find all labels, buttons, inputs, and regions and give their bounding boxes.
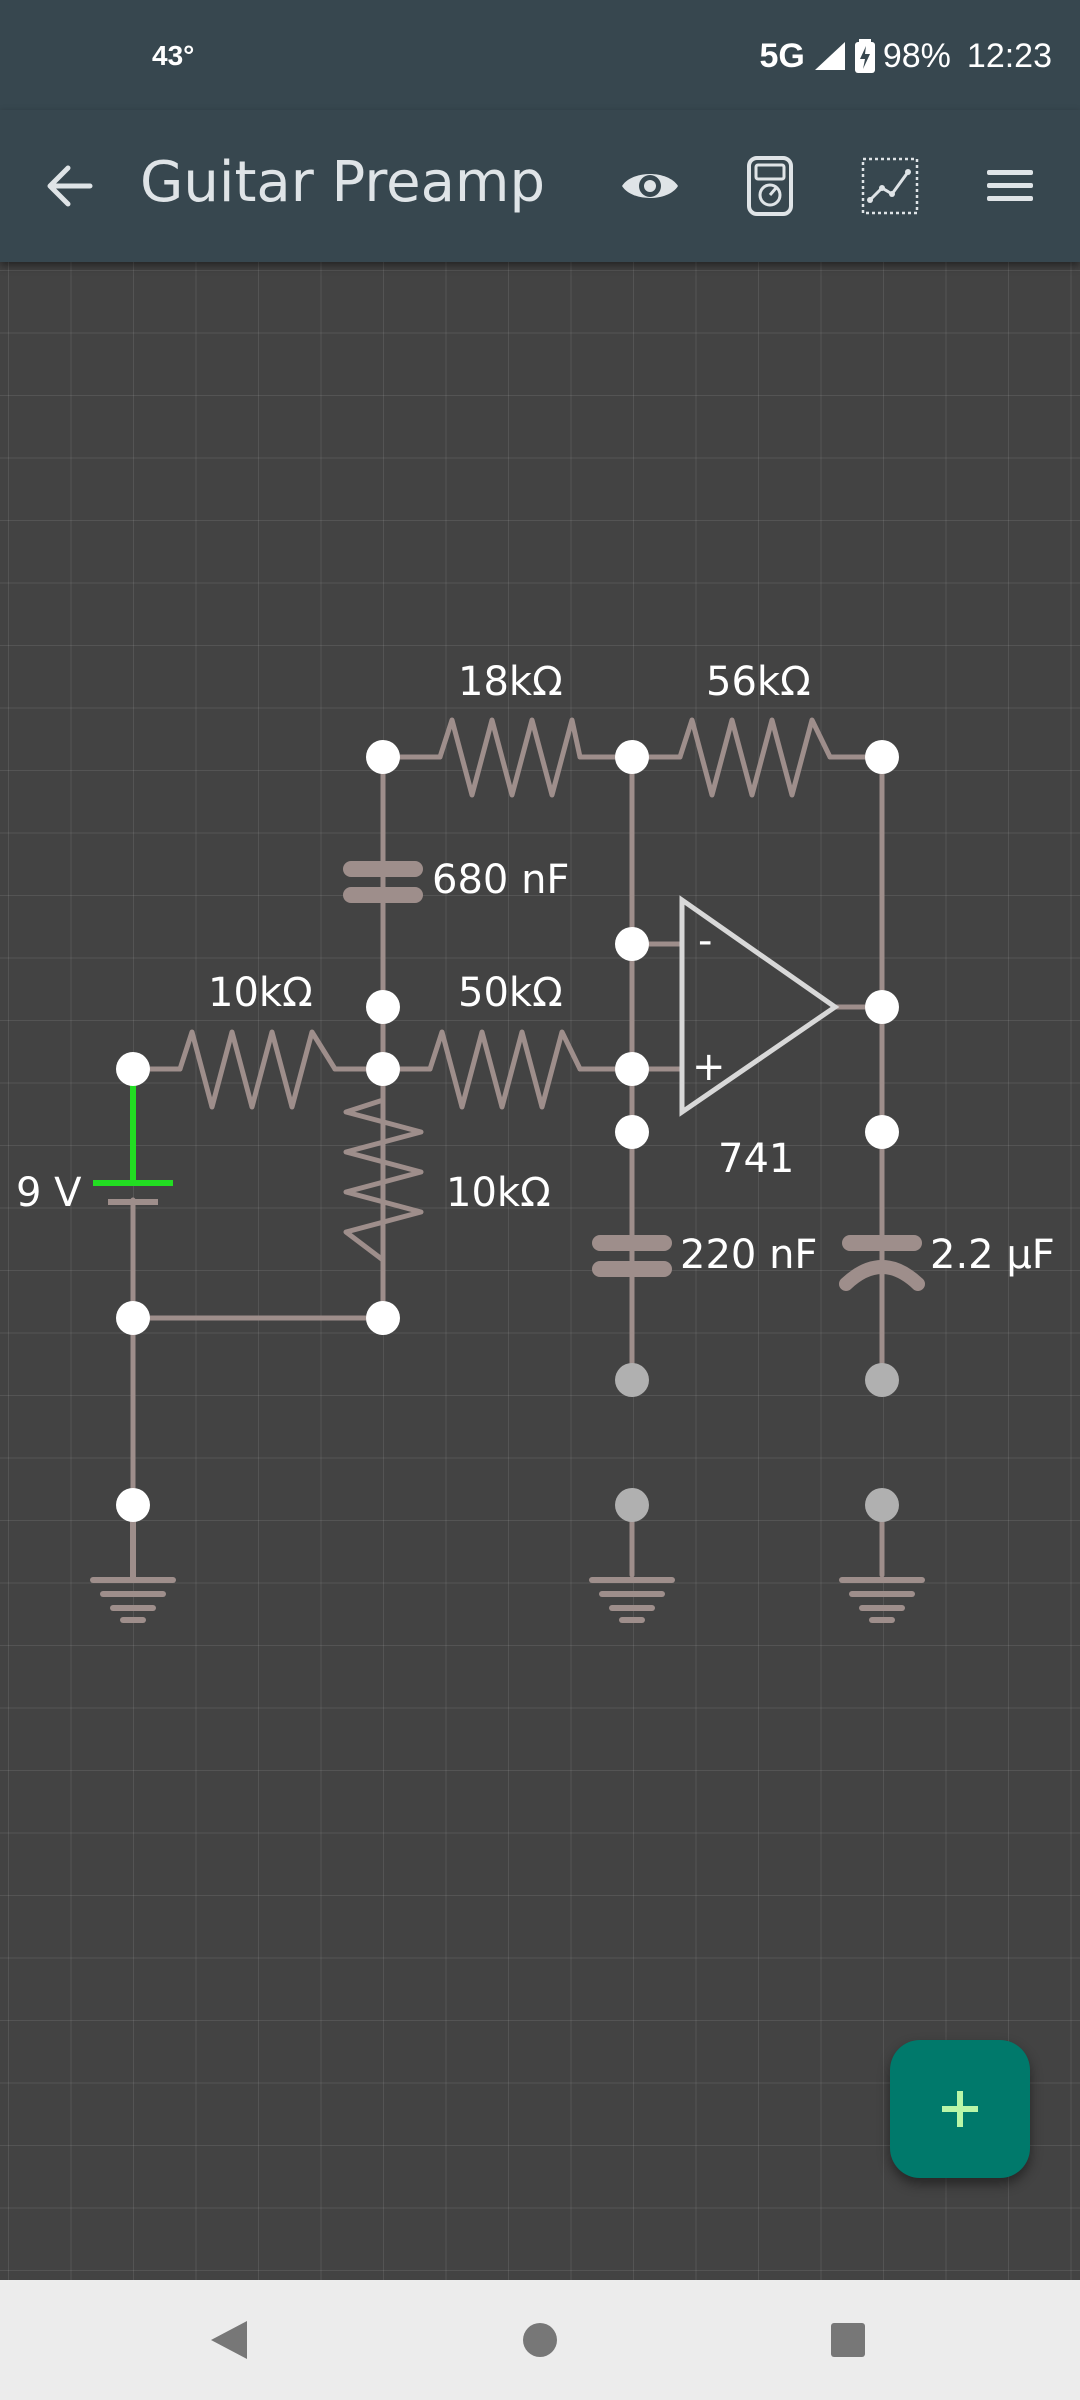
graph-button[interactable]: [850, 146, 930, 226]
eye-icon: [622, 174, 678, 198]
nav-home-icon: [523, 2323, 557, 2357]
nav-home-button[interactable]: [510, 2310, 570, 2370]
capacitor-2u2[interactable]: [839, 1235, 925, 1291]
circuit-node-inactive[interactable]: [615, 1488, 649, 1522]
circuit-node[interactable]: [116, 1052, 150, 1086]
status-temperature: 43°: [152, 40, 195, 71]
nav-recents-icon: [831, 2323, 865, 2357]
label-c-2u2: 2.2 µF: [930, 1232, 1055, 1278]
circuit-node[interactable]: [366, 740, 400, 774]
label-r-56k: 56kΩ: [706, 659, 811, 705]
capacitor-220n[interactable]: [592, 1235, 672, 1277]
label-battery: 9 V: [16, 1170, 82, 1216]
ground-symbol: [839, 1577, 925, 1623]
circuit-node[interactable]: [366, 1052, 400, 1086]
circuit-node[interactable]: [366, 990, 400, 1024]
circuit-node[interactable]: [116, 1301, 150, 1335]
label-c-220n: 220 nF: [680, 1232, 817, 1278]
capacitor-680n[interactable]: [343, 861, 423, 903]
label-opamp-minus: -: [698, 918, 712, 964]
back-arrow-icon: [47, 165, 93, 207]
resistor-50k[interactable]: [427, 1029, 583, 1110]
circuit-node-inactive[interactable]: [865, 1488, 899, 1522]
multimeter-icon: [747, 156, 793, 216]
back-button[interactable]: [36, 152, 104, 220]
circuit-node[interactable]: [865, 740, 899, 774]
circuit-node-inactive[interactable]: [615, 1363, 649, 1397]
status-bar: 43° 5G 98% 12:23: [0, 0, 1080, 110]
resistor-10k-vertical[interactable]: [343, 1097, 424, 1263]
label-opamp-plus: +: [692, 1044, 726, 1090]
ground-symbol: [90, 1502, 176, 1623]
nav-back-icon: [211, 2321, 247, 2359]
circuit-node[interactable]: [615, 1115, 649, 1149]
circuit-node[interactable]: [615, 1052, 649, 1086]
menu-button[interactable]: [970, 146, 1050, 226]
graph-icon: [861, 157, 919, 215]
preview-button[interactable]: [610, 146, 690, 226]
circuit-node[interactable]: [865, 1115, 899, 1149]
label-opamp: 741: [718, 1136, 794, 1182]
signal-icon: [814, 42, 845, 70]
opamp-741[interactable]: [679, 895, 840, 1117]
plus-icon: [942, 2091, 978, 2127]
label-r-18k: 18kΩ: [458, 659, 563, 705]
resistor-56k[interactable]: [677, 717, 833, 798]
battery-charging-icon: [854, 39, 875, 73]
circuit-node[interactable]: [366, 1301, 400, 1335]
label-r-10k-input: 10kΩ: [208, 970, 313, 1016]
label-c-680n: 680 nF: [432, 857, 569, 903]
resistor-18k[interactable]: [437, 717, 583, 798]
circuit-node-inactive[interactable]: [865, 1363, 899, 1397]
menu-icon: [987, 170, 1033, 201]
label-r-10k-vertical: 10kΩ: [446, 1170, 551, 1216]
page-title: Guitar Preamp: [140, 150, 545, 215]
app-bar: Guitar Preamp: [0, 110, 1080, 262]
multimeter-button[interactable]: [730, 146, 810, 226]
battery-9v[interactable]: [93, 1069, 173, 1205]
nav-recents-button[interactable]: [818, 2310, 878, 2370]
circuit-schematic[interactable]: 18kΩ 56kΩ 680 nF 10kΩ 50kΩ 10kΩ 9 V 220 …: [0, 262, 1080, 2280]
ground-symbol: [589, 1577, 675, 1623]
circuit-node[interactable]: [116, 1488, 150, 1522]
circuit-node[interactable]: [865, 990, 899, 1024]
add-component-button[interactable]: [890, 2040, 1030, 2178]
label-r-50k: 50kΩ: [458, 970, 563, 1016]
nav-back-button[interactable]: [198, 2310, 258, 2370]
status-indicators: 5G 98% 12:23: [759, 34, 1052, 78]
system-nav-bar: [0, 2280, 1080, 2400]
resistor-10k-input[interactable]: [177, 1029, 338, 1110]
network-type: 5G: [759, 36, 805, 75]
circuit-node[interactable]: [615, 740, 649, 774]
battery-percent: 98%: [882, 36, 951, 75]
circuit-node[interactable]: [615, 927, 649, 961]
status-time: 12:23: [966, 36, 1052, 75]
